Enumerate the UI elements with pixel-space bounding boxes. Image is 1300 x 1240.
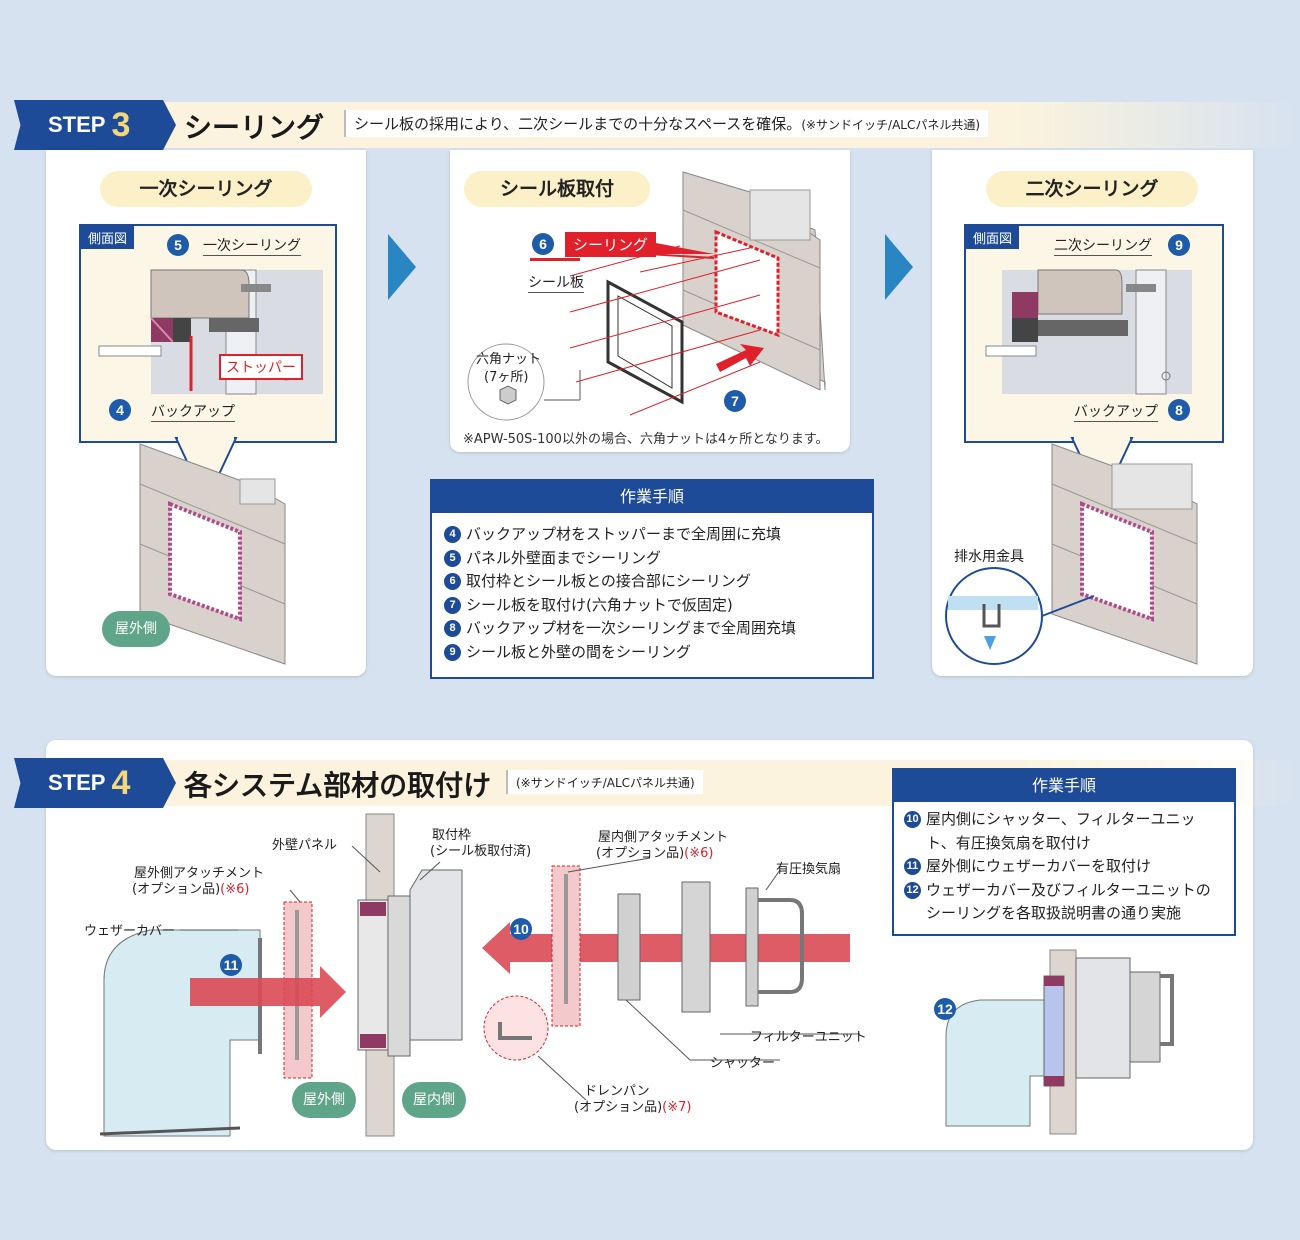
step3-word: STEP: [48, 112, 106, 137]
panel1-label4: バックアップ: [151, 401, 235, 422]
panel1-num5: 5: [167, 234, 189, 256]
label-shutter: シャッター: [710, 1056, 776, 1071]
panel3-label8: バックアップ: [1074, 401, 1158, 422]
step4-outside-label: 屋外側: [292, 1082, 356, 1118]
panel2-num6: 6: [532, 233, 554, 255]
panel3-side-drawing: [985, 269, 1192, 395]
panel1-label5: 一次シーリング: [203, 235, 301, 256]
panel3-side-view: 側面図 二次シーリング 9 バックアップ 8: [964, 224, 1224, 443]
panel2-heading: シール板取付: [464, 171, 650, 207]
step3-description-note: (※サンドイッチ/ALCパネル共通): [801, 118, 981, 132]
label-fan: 有圧換気扇: [776, 862, 842, 877]
panel3-label9: 二次シーリング: [1054, 235, 1152, 256]
panel3-drain-label: 排水用金具: [954, 549, 1024, 565]
step4-description: (※サンドイッチ/ALCパネル共通): [506, 770, 703, 794]
panel2-drawing: [467, 171, 826, 421]
label-indoor-attach: 屋内側アタッチメント: [598, 830, 729, 845]
panel2-num7: 7: [724, 390, 746, 412]
panel1-heading: 一次シーリング: [100, 171, 312, 207]
panel2-sealing-label: シーリング: [565, 232, 657, 257]
label-weather-cover: ウェザーカバー: [84, 924, 176, 939]
step3-number: 3: [111, 105, 131, 144]
label-frame: 取付枠: [432, 828, 472, 843]
panel3-heading: 二次シーリング: [986, 171, 1198, 207]
panel1-wall-drawing: [139, 443, 286, 665]
step4-word: STEP: [48, 770, 106, 795]
step3-tag: STEP 3: [14, 100, 176, 150]
step4-assembly-drawing: [99, 813, 860, 1137]
panel1-side-view: 側面図 5 一次シーリング ストッパー 4 バックアップ: [79, 224, 337, 443]
step3-banner: STEP 3 シーリング シール板の採用により、二次シールまでの十分なスペースを…: [14, 100, 1300, 150]
label-indoor-attach-option: (オプション品)(※6): [596, 846, 714, 861]
label-outdoor-attach: 屋外側アタッチメント: [134, 866, 265, 881]
step4-number: 4: [111, 763, 131, 802]
step3-description-text: シール板の採用により、二次シールまでの十分なスペースを確保。: [354, 115, 802, 133]
label-outer-wall-panel: 外壁パネル: [272, 838, 338, 853]
label-outdoor-attach-option: (オプション品)(※6): [132, 882, 250, 897]
label-filter-unit: フィルターユニット: [750, 1030, 867, 1045]
step4-num10: 10: [510, 918, 532, 940]
panel3-num9: 9: [1168, 234, 1190, 256]
step4-title: 各システム部材の取付け: [184, 769, 492, 802]
panel1-side-view-label: 側面図: [81, 226, 135, 249]
panel2-hex-nut-count: (7ヶ所): [484, 370, 529, 385]
step4-installed-drawing: [945, 949, 1174, 1135]
panel3-num8: 8: [1168, 399, 1190, 421]
step4-tag: STEP 4: [14, 758, 176, 808]
step4-num12: 12: [934, 998, 956, 1020]
panel2-hex-nut-label: 六角ナット: [476, 352, 542, 367]
step3-title: シーリング: [184, 111, 325, 144]
flow-arrow-1: [388, 234, 416, 300]
panel3-wall-drawing: [1051, 443, 1198, 665]
step4-num11: 11: [220, 954, 242, 976]
flow-arrow-2: [885, 234, 913, 300]
panel2-seal-plate-label: シール板: [528, 272, 584, 293]
panel3-drain-detail: [945, 567, 1095, 665]
panel1-stopper-label: ストッパー: [219, 354, 303, 380]
label-drain-pan: ドレンパン: [584, 1084, 650, 1099]
label-frame-detail: (シール板取付済): [430, 844, 532, 859]
step3-description: シール板の採用により、二次シールまでの十分なスペースを確保。(※サンドイッチ/A…: [344, 110, 989, 137]
panel1-num4: 4: [109, 399, 131, 421]
panel1-outside-label: 屋外側: [102, 611, 170, 647]
panel2-note: ※APW-50S-100以外の場合、六角ナットは4ヶ所となります。: [463, 432, 829, 447]
step4-inside-label: 屋内側: [402, 1082, 466, 1118]
step4-procedure-title: 作業手順: [894, 770, 1234, 802]
step4-description-note: (※サンドイッチ/ALCパネル共通): [516, 776, 695, 790]
step3-procedure-title: 作業手順: [432, 481, 872, 513]
label-drain-pan-option: (オプション品)(※7): [574, 1100, 692, 1115]
panel3-side-view-label: 側面図: [966, 226, 1020, 249]
